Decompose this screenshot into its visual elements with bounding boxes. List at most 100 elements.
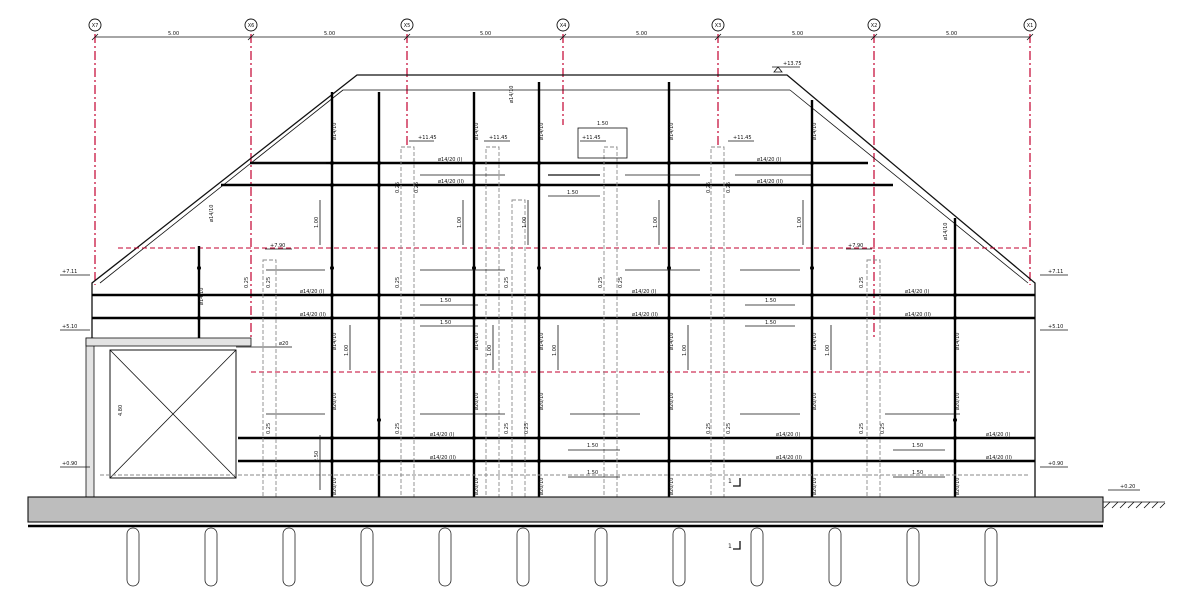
rebar-label-vert-4: ø14/10 [669, 123, 675, 140]
axis-bubble-x4 [556, 18, 570, 32]
rebar-label-v20-5: ø20/10 [812, 393, 818, 410]
pile [672, 527, 686, 587]
dim-low-right-label: 1.50 [912, 443, 923, 449]
dim-025-11: 0.25 [859, 277, 865, 288]
grid-spacing-4: 5.00 [636, 31, 647, 37]
rebar-label-low-ii: ø14/20 (II) [430, 455, 456, 461]
wall-openings [100, 146, 1030, 498]
rebar-label-upper-i: ø14/20 (I) [438, 157, 462, 163]
elev-marker-090-left: +0.90 [60, 461, 90, 468]
grid-spacing-1: 5.00 [168, 31, 179, 37]
dim-top-label: 1.50 [597, 121, 608, 127]
axis-bubble-x7 [88, 18, 102, 32]
elev-skylight-4-label: +11.45 [733, 135, 752, 141]
dim-250-1: 2.50 [314, 451, 320, 462]
rebar-label-mid-i-2: ø14/20 (I) [632, 289, 656, 295]
rebar-label-mid-ii-3: ø14/20 (II) [905, 312, 931, 318]
dim-100-6: 1.00 [344, 345, 350, 356]
dim-025-15: 0.25 [524, 423, 530, 434]
horizontal-rebar [92, 161, 1035, 463]
dim-100-3: 1.00 [522, 217, 528, 228]
dim-025-18: 0.25 [859, 423, 865, 434]
elev-skylight-1-label: +11.45 [418, 135, 437, 141]
rebar-label-v20-9: ø20/10 [539, 478, 545, 495]
dim-100-7: 1.00 [487, 345, 493, 356]
opening-5 [866, 259, 881, 498]
elev-marker-eave-right: +7.11 [1040, 269, 1068, 276]
elev-marker-510-left: +5.10 [60, 324, 90, 331]
rebar-label-v20-7: ø20/10 [332, 478, 338, 495]
rebar-label-low-ii-3: ø14/20 (II) [986, 455, 1012, 461]
elev-eave-left-label: +7.11 [62, 269, 77, 275]
rebar-label-v20-2: ø20/10 [474, 393, 480, 410]
dim-100-10: 1.00 [825, 345, 831, 356]
pile [984, 527, 998, 587]
pile [594, 527, 608, 587]
dim-mid-right-label: 1.50 [765, 298, 776, 304]
axis-bubble-x5 [400, 18, 414, 32]
building-outline [91, 74, 1036, 497]
rebar-label-roof-2: ø14/10 [209, 205, 215, 222]
elev-marker-eave-left: +7.11 [60, 269, 90, 276]
dim-100-2: 1.00 [457, 217, 463, 228]
elev-ceiling-left-label: +7.90 [270, 243, 285, 249]
axis-bubble-x3 [711, 18, 725, 32]
dimension-boxes: 1.50 1.50 1.50 1.50 1.50 1.50 1.50 1.50 … [420, 121, 945, 478]
elev-marker-skylight-2: +11.45 [484, 135, 510, 142]
dim-low-left-label: 1.50 [587, 443, 598, 449]
dim-box-low-right: 1.50 1.50 [893, 443, 945, 478]
door-header-rebar-label: ø20 [279, 341, 288, 347]
elevation-markers: +13.75 +7.11 +7.11 +5.10 +5.10 +0.90 +0.… [60, 61, 1140, 491]
axis-label-x7: X7 [92, 23, 99, 29]
opening-7 [511, 199, 526, 498]
rebar-label-v20-1: ø20/10 [332, 393, 338, 410]
elev-ridge-label: +13.75 [783, 61, 802, 67]
section-mark-mid: 1 [728, 478, 732, 485]
grid-spacing-5: 5.00 [792, 31, 803, 37]
piles [126, 527, 998, 587]
grid-spacing-3: 5.00 [480, 31, 491, 37]
rebar-label-vert-5: ø14/10 [812, 123, 818, 140]
dim-025-7: 0.25 [395, 277, 401, 288]
pile [828, 527, 842, 587]
rebar-label-roof-1: ø14/10 [509, 86, 515, 103]
rebar-node-points [197, 161, 957, 463]
garage-door-height-label: 4.80 [118, 405, 124, 416]
rebar-label-low-ii-2: ø14/20 (II) [776, 455, 802, 461]
garage-door-opening [109, 349, 237, 479]
rebar-label-mid-ii: ø14/20 (II) [300, 312, 326, 318]
dim-box-upper: 1.50 [548, 190, 600, 197]
dim-100-8: 1.00 [552, 345, 558, 356]
dim-025-2: 0.25 [414, 182, 420, 193]
elev-eave-right-label: +7.11 [1048, 269, 1063, 275]
dim-025-10: 0.25 [618, 277, 624, 288]
pile [516, 527, 530, 587]
garage-lintel-hatch [85, 337, 252, 347]
dim-025-6: 0.25 [266, 277, 272, 288]
section-mark-bottom: 1 [728, 543, 732, 550]
elev-marker-skylight-3: +11.45 [580, 135, 606, 142]
pile [360, 527, 374, 587]
opening-3 [603, 146, 618, 498]
rebar-label-v20-4: ø20/10 [669, 393, 675, 410]
opening-1 [400, 146, 415, 498]
inner-roof-line-right [789, 89, 1029, 284]
dim-025-17: 0.25 [726, 423, 732, 434]
rebar-label-vert-11: ø14/10 [812, 333, 818, 350]
dimension-arrows [251, 162, 960, 415]
elev-marker-ground: +0.20 [1108, 484, 1140, 491]
ground-hatch [1103, 501, 1166, 509]
dim-025-19: 0.25 [880, 423, 886, 434]
axis-bubble-x2 [867, 18, 881, 32]
grid-spacing-2: 5.00 [324, 31, 335, 37]
rebar-label-vert-10: ø14/10 [669, 333, 675, 350]
rebar-label-low-i-3: ø14/20 (I) [986, 432, 1010, 438]
foundation [27, 496, 1166, 587]
axis-label-x2: X2 [871, 23, 878, 29]
dim-box-mid-right: 1.50 1.50 [745, 298, 795, 327]
elev-marker-ceiling-right: +7.90 [846, 243, 872, 250]
pile [750, 527, 764, 587]
elev-510-right-label: +5.10 [1048, 324, 1063, 330]
axis-bubble-x6 [244, 18, 258, 32]
rebar-label-vert-6: ø14/10 [199, 288, 205, 305]
